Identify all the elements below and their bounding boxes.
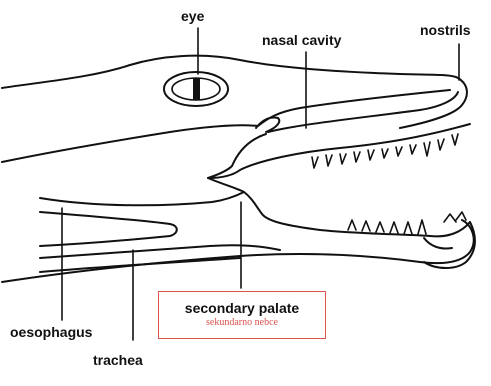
eye-pupil	[193, 78, 200, 100]
upper-teeth	[312, 134, 458, 168]
label-oesophagus: oesophagus	[10, 324, 92, 340]
label-nostrils: nostrils	[420, 22, 471, 38]
nasal-passage-lower	[268, 92, 458, 132]
label-secondary-palate: secondary palate	[159, 300, 325, 317]
throat-floor	[40, 258, 240, 272]
label-trachea: trachea	[93, 352, 143, 368]
secondary-palate-callout: secondary palate sekundarno nebce	[158, 291, 326, 339]
lower-jaw-outline	[2, 220, 474, 282]
label-nasal-cavity: nasal cavity	[262, 32, 341, 48]
label-secondary-palate-translation: sekundarno nebce	[159, 317, 325, 329]
label-eye: eye	[181, 8, 204, 24]
palate-fold	[40, 178, 244, 205]
skull-outline	[2, 56, 467, 128]
lower-mouth-line	[244, 192, 470, 236]
lower-jaw-inner-curve	[424, 238, 452, 249]
oesophagus-upper	[40, 212, 177, 246]
lower-teeth	[348, 212, 466, 234]
upper-mouth-line	[208, 124, 470, 178]
